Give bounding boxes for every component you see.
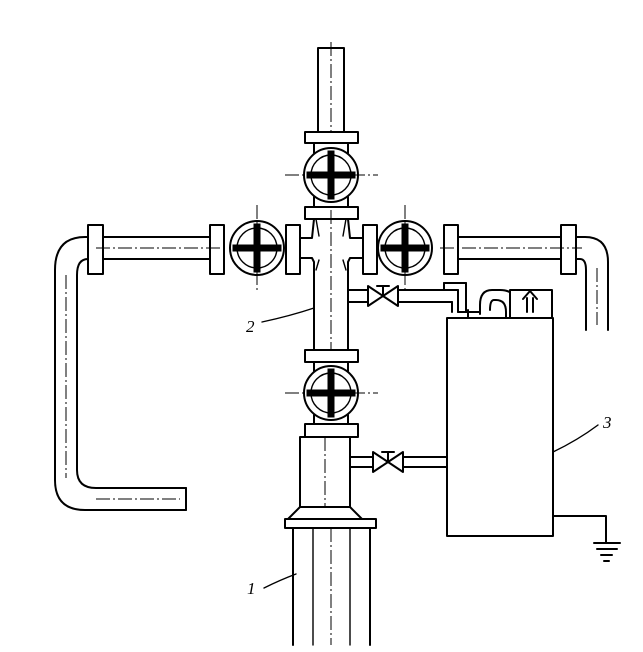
top-vertical-pipe (317, 42, 345, 133)
left-elbow-pipe (54, 236, 187, 511)
casing-head (284, 506, 377, 529)
lower-cross-flange (304, 349, 359, 363)
right-gate-valve (362, 205, 433, 292)
cross-body (299, 210, 364, 351)
ground-wire (552, 515, 607, 544)
casing-pipe (292, 527, 371, 646)
control-box (446, 289, 554, 537)
upper-needle-valve (367, 285, 399, 307)
lower-needle-valve (372, 451, 404, 473)
top-flange (304, 131, 359, 144)
lower-spool (299, 436, 351, 508)
top-gate-valve (285, 142, 378, 208)
lower-gate-valve (285, 361, 378, 425)
ground-icon (593, 542, 621, 562)
leader-line-1 (263, 573, 297, 589)
leader-line-2 (261, 307, 315, 323)
lower-valve-flange (304, 423, 359, 438)
left-wing-pipe (87, 224, 226, 275)
upper-sampling-line (347, 282, 467, 313)
label-casing: 1 (247, 579, 256, 598)
label-cross-body: 2 (246, 317, 255, 336)
leader-line-3 (552, 424, 599, 453)
left-gate-valve (229, 205, 301, 292)
right-elbow-pipe (575, 236, 609, 331)
label-control-box: 3 (602, 413, 612, 432)
right-wing-pipe (440, 224, 582, 275)
